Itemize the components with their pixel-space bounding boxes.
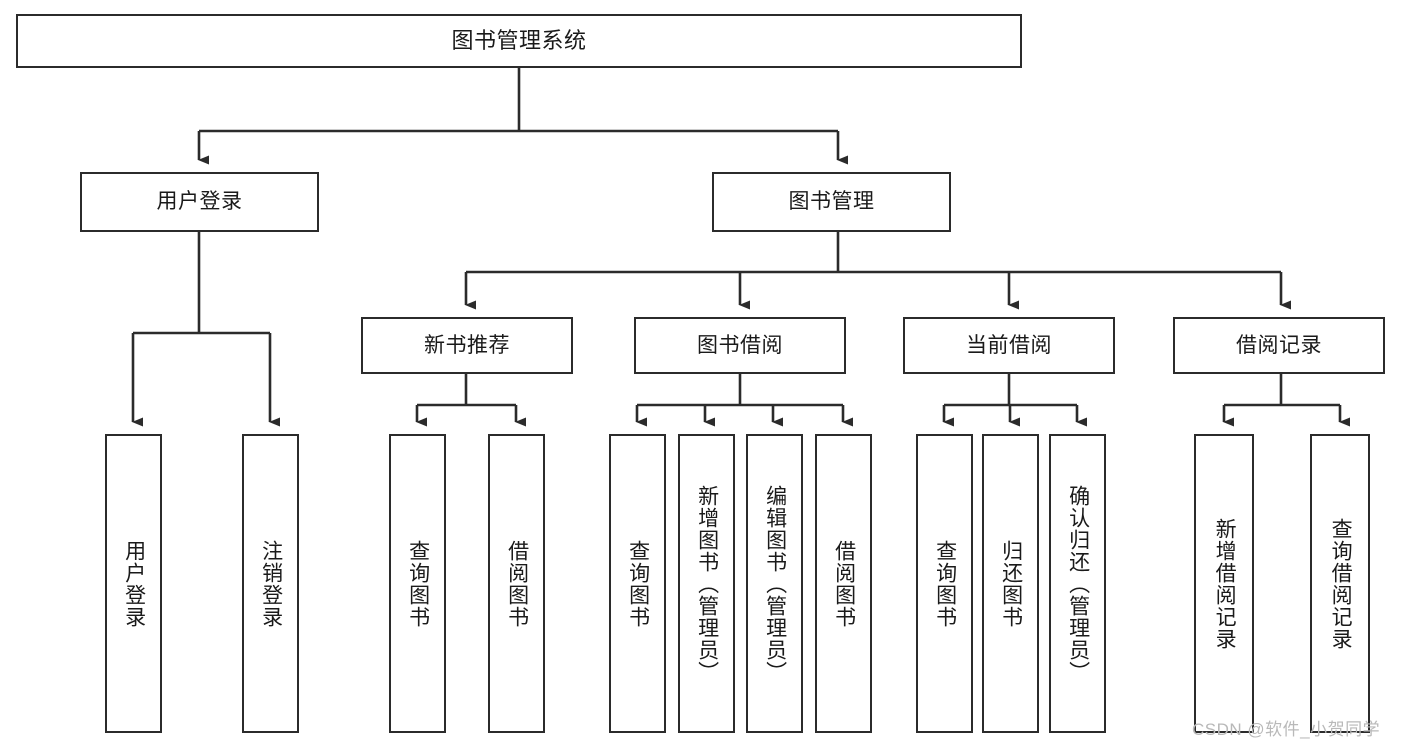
node-book-manage[interactable]: 图书管理 bbox=[712, 172, 951, 232]
node-borrow-record-label: 借阅记录 bbox=[1236, 333, 1322, 357]
node-leaf-edit-book-label: 编辑图书（管理员） bbox=[763, 484, 787, 683]
node-leaf-query-record-label: 查询借阅记录 bbox=[1329, 517, 1353, 650]
node-borrow-record[interactable]: 借阅记录 bbox=[1173, 317, 1385, 374]
node-leaf-query-book-3[interactable]: 查询图书 bbox=[916, 434, 973, 733]
csdn-watermark: CSDN @软件_小贺同学 bbox=[1192, 720, 1381, 739]
node-current-borrow-label: 当前借阅 bbox=[966, 333, 1052, 357]
node-leaf-add-record[interactable]: 新增借阅记录 bbox=[1194, 434, 1254, 733]
node-leaf-query-book-3-label: 查询图书 bbox=[933, 539, 957, 628]
node-user-login[interactable]: 用户登录 bbox=[80, 172, 319, 232]
node-leaf-return-book[interactable]: 归还图书 bbox=[982, 434, 1039, 733]
node-leaf-add-book-label: 新增图书（管理员） bbox=[695, 484, 719, 683]
node-leaf-user-login[interactable]: 用户登录 bbox=[105, 434, 162, 733]
node-current-borrow[interactable]: 当前借阅 bbox=[903, 317, 1115, 374]
node-book-manage-label: 图书管理 bbox=[788, 190, 875, 214]
node-leaf-query-book-2[interactable]: 查询图书 bbox=[609, 434, 666, 733]
node-leaf-edit-book[interactable]: 编辑图书（管理员） bbox=[746, 434, 803, 733]
node-leaf-user-login-label: 用户登录 bbox=[122, 539, 146, 628]
node-leaf-confirm-return[interactable]: 确认归还（管理员） bbox=[1049, 434, 1106, 733]
node-user-login-label: 用户登录 bbox=[156, 190, 243, 214]
node-leaf-query-book-2-label: 查询图书 bbox=[626, 539, 650, 628]
node-book-borrow-label: 图书借阅 bbox=[697, 333, 783, 357]
node-root[interactable]: 图书管理系统 bbox=[16, 14, 1022, 68]
node-book-borrow[interactable]: 图书借阅 bbox=[634, 317, 846, 374]
node-leaf-logout[interactable]: 注销登录 bbox=[242, 434, 299, 733]
node-leaf-borrow-book-2[interactable]: 借阅图书 bbox=[815, 434, 872, 733]
node-new-book-rec[interactable]: 新书推荐 bbox=[361, 317, 573, 374]
node-leaf-borrow-book-1[interactable]: 借阅图书 bbox=[488, 434, 545, 733]
node-leaf-borrow-book-2-label: 借阅图书 bbox=[832, 539, 856, 628]
node-leaf-borrow-book-1-label: 借阅图书 bbox=[505, 539, 529, 628]
node-root-label: 图书管理系统 bbox=[451, 27, 587, 53]
node-leaf-add-book[interactable]: 新增图书（管理员） bbox=[678, 434, 735, 733]
node-leaf-confirm-return-label: 确认归还（管理员） bbox=[1066, 484, 1090, 683]
node-leaf-query-book-1[interactable]: 查询图书 bbox=[389, 434, 446, 733]
node-new-book-rec-label: 新书推荐 bbox=[424, 333, 510, 357]
node-leaf-query-book-1-label: 查询图书 bbox=[406, 539, 430, 628]
node-leaf-add-record-label: 新增借阅记录 bbox=[1213, 517, 1237, 650]
node-leaf-return-book-label: 归还图书 bbox=[999, 539, 1023, 628]
node-leaf-query-record[interactable]: 查询借阅记录 bbox=[1310, 434, 1370, 733]
node-leaf-logout-label: 注销登录 bbox=[259, 539, 283, 628]
